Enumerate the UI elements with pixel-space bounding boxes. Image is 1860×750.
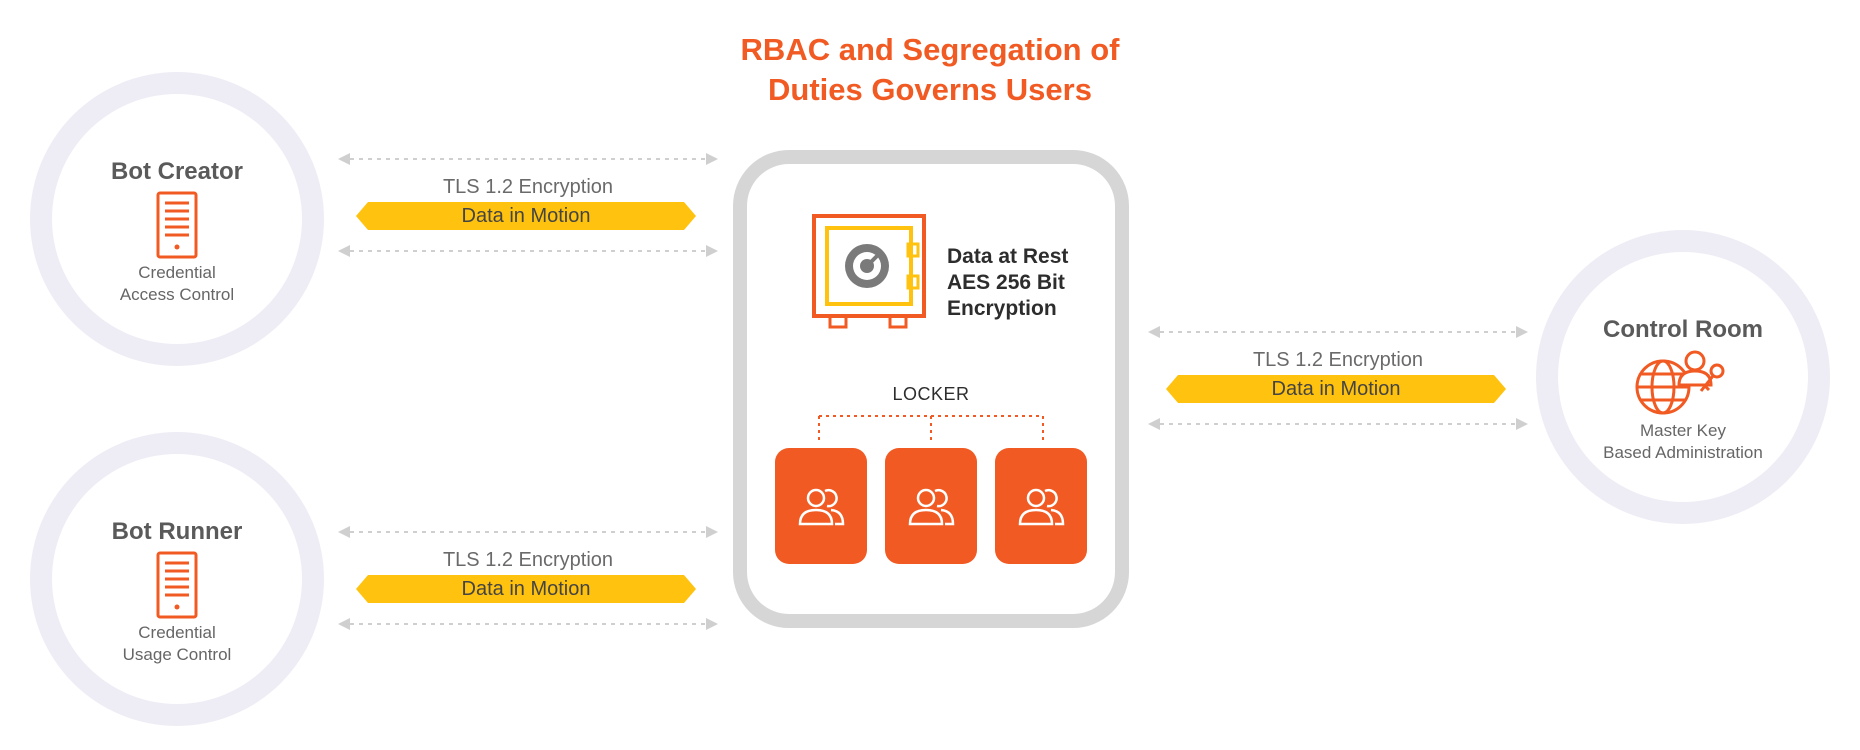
creator-data-in-motion: Data in Motion	[356, 202, 696, 230]
data-at-rest-label: Data at Rest AES 256 Bit Encryption	[947, 244, 1068, 322]
bot-creator-title: Bot Creator	[110, 158, 243, 185]
double-arrow-bottom	[338, 245, 718, 257]
title-line-1: RBAC and Segregation of	[740, 32, 1120, 67]
control-room-sub-1: Master Key	[1640, 421, 1726, 440]
runner-data-in-motion: Data in Motion	[356, 575, 696, 603]
double-arrow-top	[1148, 326, 1528, 338]
control-room-title: Control Room	[1603, 316, 1763, 343]
users-icon	[798, 488, 845, 526]
locker-connector-lines	[818, 415, 1044, 440]
double-arrow-bottom	[338, 618, 718, 630]
rest-line-3: Encryption	[947, 297, 1057, 320]
control-room-sub-2: Based Administration	[1603, 443, 1763, 462]
creator-vault-connection: TLS 1.2 Encryption Data in Motion	[338, 152, 718, 262]
double-arrow-bottom	[1148, 418, 1528, 430]
locker-group-3	[995, 448, 1087, 564]
runner-vault-connection: TLS 1.2 Encryption Data in Motion	[338, 525, 718, 635]
bot-runner-title: Bot Runner	[111, 518, 243, 545]
bot-runner-node: Bot Runner Credential Usage Control	[30, 432, 324, 726]
title-line-2: Duties Governs Users	[768, 72, 1092, 107]
bot-runner-sub-2: Usage Control	[122, 645, 232, 664]
bot-runner-sub-1: Credential	[138, 623, 216, 642]
creator-tls-label: TLS 1.2 Encryption	[442, 176, 614, 198]
locker-group-2	[885, 448, 977, 564]
runner-tls-label: TLS 1.2 Encryption	[442, 549, 614, 571]
double-arrow-top	[338, 526, 718, 538]
locker-label: LOCKER	[892, 384, 970, 404]
bot-creator-sub-2: Access Control	[119, 285, 235, 304]
double-arrow-top	[338, 153, 718, 165]
server-icon	[52, 551, 302, 619]
rest-line-2: AES 256 Bit	[947, 271, 1065, 294]
locker-group-1	[775, 448, 867, 564]
diagram-title: RBAC and Segregation of Duties Governs U…	[700, 30, 1160, 110]
control-tls-label: TLS 1.2 Encryption	[1252, 349, 1424, 371]
users-icon	[1018, 488, 1065, 526]
server-icon	[52, 191, 302, 259]
safe-icon	[812, 214, 930, 335]
bot-creator-node: Bot Creator Credential Access Control	[30, 72, 324, 366]
globe-user-key-icon	[1558, 349, 1808, 417]
bot-creator-sub-1: Credential	[138, 263, 216, 282]
locker-vault: Data at Rest AES 256 Bit Encryption LOCK…	[733, 150, 1129, 628]
control-data-in-motion: Data in Motion	[1166, 375, 1506, 403]
users-icon	[908, 488, 955, 526]
control-room-node: Control Room Master Key Based Administra…	[1536, 230, 1830, 524]
vault-control-connection: TLS 1.2 Encryption Data in Motion	[1148, 325, 1528, 435]
rest-line-1: Data at Rest	[947, 245, 1069, 268]
